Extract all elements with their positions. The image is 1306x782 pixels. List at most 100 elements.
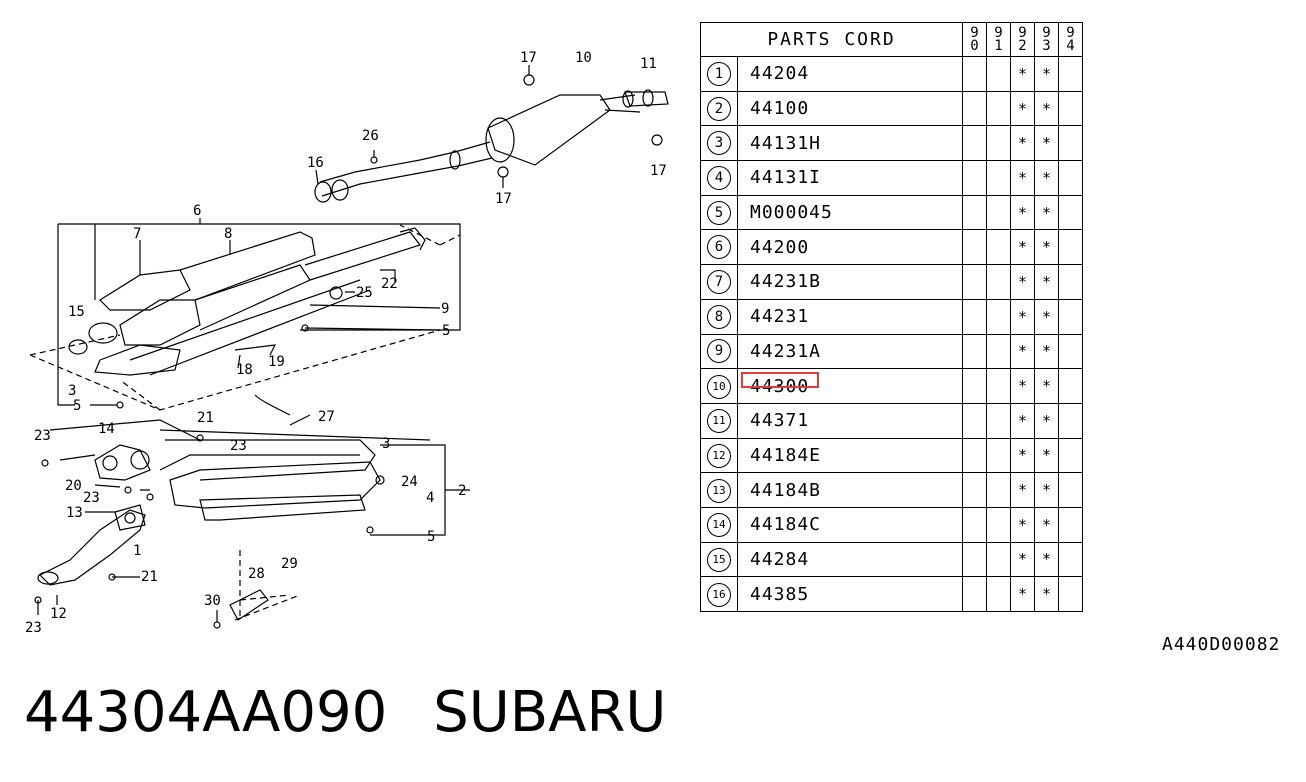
circled-number: 5	[707, 200, 731, 225]
year-mark: *	[1034, 541, 1059, 578]
year-mark	[1058, 56, 1083, 92]
part-code: 44131I	[737, 160, 963, 196]
year-mark	[986, 333, 1011, 370]
year-mark	[962, 229, 987, 266]
year-mark	[986, 506, 1011, 543]
callout-21b: 21	[141, 569, 158, 585]
year-mark: *	[1010, 264, 1035, 300]
row-number: 6	[700, 229, 738, 266]
year-mark	[986, 576, 1011, 612]
callout-5b: 5	[73, 398, 81, 414]
callout-15: 15	[68, 304, 85, 320]
year-mark	[962, 125, 987, 162]
year-mark	[962, 333, 987, 370]
year-mark: *	[1010, 402, 1035, 439]
year-mark	[1058, 472, 1083, 508]
year-mark	[962, 472, 987, 508]
year-mark	[986, 437, 1011, 474]
year-mark: *	[1034, 506, 1059, 543]
part-code: 44371	[737, 402, 963, 439]
year-mark	[962, 368, 987, 404]
muffler-shape	[487, 94, 611, 166]
part-code: M000045	[737, 194, 963, 231]
year-mark	[1058, 160, 1083, 196]
callout-18: 18	[236, 362, 253, 378]
year-mark: *	[1034, 160, 1059, 196]
year-mark	[1058, 229, 1083, 266]
callout-3: 3	[68, 383, 76, 399]
year-mark	[986, 472, 1011, 508]
year-mark: *	[1010, 472, 1035, 508]
callout-30: 30	[204, 593, 221, 609]
year-mark: *	[1034, 298, 1059, 335]
callout-14: 14	[98, 421, 115, 437]
year-mark: *	[1034, 333, 1059, 370]
part-code: 44131H	[737, 125, 963, 162]
callout-12: 12	[50, 606, 67, 622]
callout-26: 26	[362, 128, 379, 144]
callout-23d: 23	[25, 620, 42, 636]
callout-9: 9	[441, 301, 449, 317]
row-number: 8	[700, 298, 738, 335]
year-mark	[986, 194, 1011, 231]
part-code: 44184E	[737, 437, 963, 474]
callout-23c: 23	[83, 490, 100, 506]
row-number: 9	[700, 333, 738, 370]
year-mark: *	[1034, 368, 1059, 404]
part-number: 44304AA090	[24, 680, 388, 745]
circled-number: 16	[707, 582, 731, 607]
reference-code: A440D00082	[1162, 634, 1281, 655]
callout-11: 11	[640, 56, 657, 72]
year-mark	[986, 264, 1011, 300]
circled-number: 14	[707, 513, 731, 538]
year-mark	[986, 160, 1011, 196]
row-number: 5	[700, 194, 738, 231]
year-mark	[962, 298, 987, 335]
year-mark	[962, 576, 987, 612]
circled-number: 8	[707, 304, 731, 329]
year-mark	[962, 437, 987, 474]
circled-number: 3	[707, 131, 731, 156]
year-mark	[962, 56, 987, 92]
callout-22: 22	[381, 276, 398, 292]
circled-number: 13	[707, 478, 731, 503]
callout-17c: 17	[495, 191, 512, 207]
year-mark: *	[1034, 90, 1059, 127]
year-mark: *	[1010, 333, 1035, 370]
part-code: 44100	[737, 90, 963, 127]
year-mark: *	[1010, 368, 1035, 404]
muffler-end	[485, 117, 515, 163]
part-code: 44385	[737, 576, 963, 612]
year-mark: *	[1010, 194, 1035, 231]
year-mark	[1058, 402, 1083, 439]
circled-number: 4	[707, 165, 731, 190]
callout-3b: 3	[382, 436, 390, 452]
year-mark: *	[1034, 229, 1059, 266]
year-mark	[962, 194, 987, 231]
callout-19: 19	[268, 354, 285, 370]
callout-17b: 17	[650, 163, 667, 179]
row-number: 1	[700, 56, 738, 92]
callout-16: 16	[307, 155, 324, 171]
year-mark: *	[1034, 402, 1059, 439]
year-mark	[986, 56, 1011, 92]
circled-number: 12	[707, 443, 731, 468]
callout-29: 29	[281, 556, 298, 572]
year-mark: *	[1010, 90, 1035, 127]
year-mark: *	[1010, 125, 1035, 162]
year-mark	[1058, 264, 1083, 300]
row-number: 15	[700, 541, 738, 578]
